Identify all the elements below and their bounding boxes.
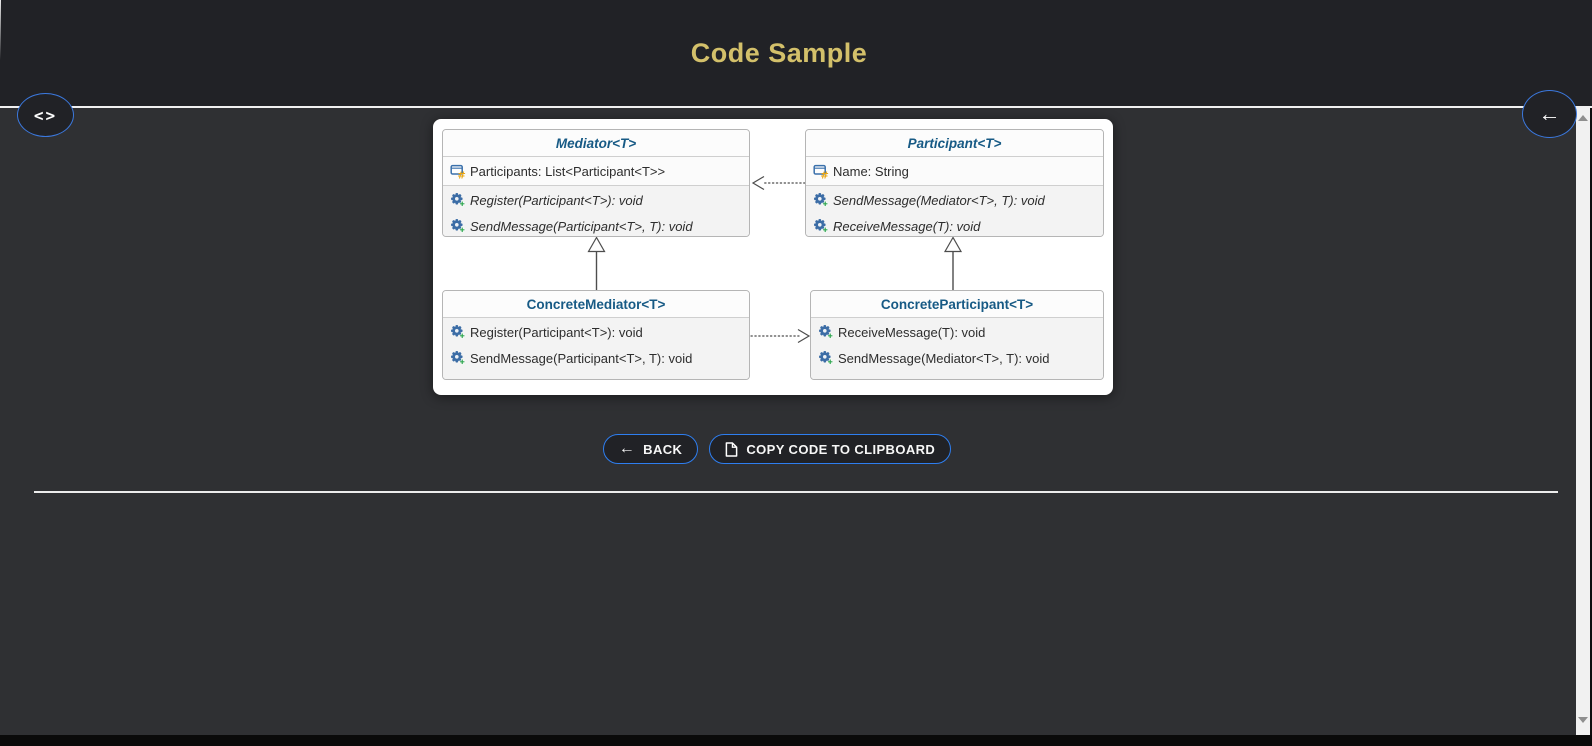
method-icon [813,192,829,207]
method-icon [818,350,834,365]
uml-method-row: SendMessage(Participant<T>, T): void [443,213,749,236]
uml-method-row: ReceiveMessage(T): void [806,213,1103,236]
uml-method-text: Register(Participant<T>): void [470,192,643,208]
uml-field-text: Name: String [833,163,909,179]
uml-method-text: ReceiveMessage(T): void [838,324,986,340]
method-icon [450,192,466,207]
uml-method-text: Register(Participant<T>): void [470,324,643,340]
uml-class-concreteparticipant: ConcreteParticipant<T> ReceiveMessage(T)… [810,290,1104,380]
uml-class-participant: Participant<T> Name: String SendMessage(… [805,129,1104,237]
uml-method-row: SendMessage(Participant<T>, T): void [443,345,749,371]
field-icon [813,164,829,179]
uml-fields-section: Participants: List<Participant<T>> [443,157,749,186]
uml-methods-section: SendMessage(Mediator<T>, T): void Receiv… [806,186,1103,236]
uml-method-text: SendMessage(Participant<T>, T): void [470,350,693,366]
code-panel-toggle-button[interactable]: <> [17,93,74,137]
method-icon [450,324,466,339]
uml-field-row: Name: String [806,157,1103,185]
page-title: Code Sample [690,37,868,68]
uml-method-text: SendMessage(Participant<T>, T): void [470,218,693,234]
header: Code Sample [0,0,1592,108]
uml-field-row: Participants: List<Participant<T>> [443,157,749,185]
uml-field-text: Participants: List<Participant<T>> [470,163,666,179]
uml-diagram-panel: Mediator<T> Participants: List<Participa… [433,119,1113,395]
code-brackets-icon: <> [33,105,58,125]
scrollbar-down-arrow[interactable] [1576,712,1590,728]
vertical-scrollbar[interactable] [1576,108,1590,735]
scrollbar-up-arrow[interactable] [1576,110,1590,126]
copy-file-icon [725,441,738,457]
left-arrow-icon: ← [1538,101,1561,126]
back-fab-button[interactable]: ← [1522,90,1577,138]
method-icon [813,218,829,233]
uml-methods-section: ReceiveMessage(T): void SendMessage(Medi… [811,318,1103,379]
uml-methods-section: Register(Participant<T>): void SendMessa… [443,186,749,236]
uml-methods-section: Register(Participant<T>): void SendMessa… [443,318,749,379]
uml-method-text: SendMessage(Mediator<T>, T): void [838,350,1050,366]
uml-class-concretemediator: ConcreteMediator<T> Register(Participant… [442,290,750,380]
method-icon [450,350,466,365]
uml-method-row: Register(Participant<T>): void [443,319,749,345]
uml-class-title: Participant<T> [806,130,1103,157]
uml-method-text: SendMessage(Mediator<T>, T): void [833,192,1045,208]
uml-class-title: ConcreteMediator<T> [443,291,749,318]
uml-class-title: Mediator<T> [443,130,749,157]
back-button-label: BACK [643,441,683,457]
uml-method-row: ReceiveMessage(T): void [811,319,1103,345]
copy-code-button-label: COPY CODE TO CLIPBOARD [746,441,936,457]
uml-class-mediator: Mediator<T> Participants: List<Participa… [442,129,750,237]
method-icon [450,218,466,233]
header-edge-line [0,0,1,60]
section-divider [34,491,1558,493]
window-bottom-edge [0,735,1592,746]
window-right-edge [1590,108,1592,735]
copy-code-button[interactable]: COPY CODE TO CLIPBOARD [709,434,952,464]
action-button-row: ← BACK COPY CODE TO CLIPBOARD [0,434,1554,464]
uml-method-text: ReceiveMessage(T): void [833,218,981,234]
uml-fields-section: Name: String [806,157,1103,186]
back-button[interactable]: ← BACK [602,434,699,464]
uml-class-title: ConcreteParticipant<T> [811,291,1103,318]
uml-method-row: Register(Participant<T>): void [443,187,749,213]
uml-method-row: SendMessage(Mediator<T>, T): void [806,187,1103,213]
uml-method-row: SendMessage(Mediator<T>, T): void [811,345,1103,371]
field-icon [450,164,466,179]
back-arrow-icon: ← [618,440,636,457]
method-icon [818,324,834,339]
